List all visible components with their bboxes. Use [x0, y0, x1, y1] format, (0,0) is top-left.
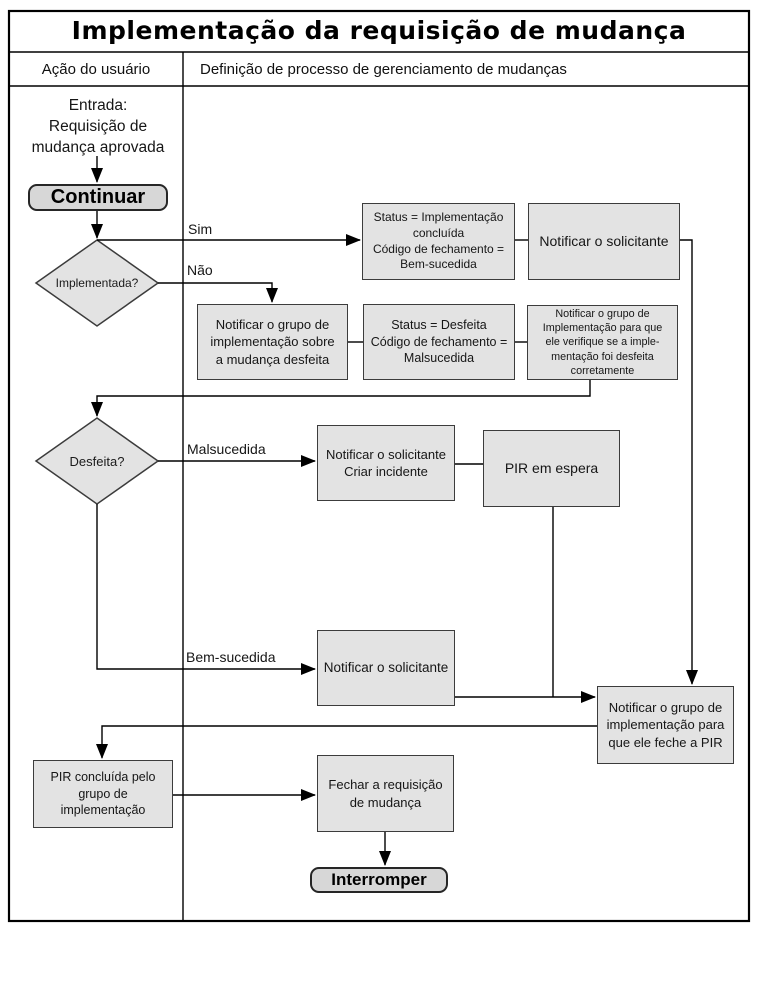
continuar-terminator: Continuar	[28, 184, 168, 211]
entry-label: Entrada: Requisição de mudança aprovada	[31, 96, 165, 156]
edge-label-sim: Sim	[188, 221, 213, 237]
notificar-criar-incidente-box: Notificar o solicitante Criar incidente	[317, 425, 455, 501]
implementada-decision-label: Implementada?	[55, 276, 139, 290]
interromper-terminator: Interromper	[310, 867, 448, 893]
pir-em-espera-box: PIR em espera	[483, 430, 620, 507]
feche-pir-box: Notificar o grupo de implementação para …	[597, 686, 734, 764]
fechar-requisicao-box: Fechar a requisição de mudança	[317, 755, 454, 832]
swimlane-grid	[7, 9, 751, 923]
desfeita-decision-label: Desfeita?	[69, 453, 125, 469]
edge-label-bem-sucedida: Bem-sucedida	[186, 649, 276, 665]
diagram-title: Implementação da requisição de mudança	[71, 16, 687, 45]
implementada-decision-shape	[34, 239, 160, 327]
notificar-solicitante-box-1: Notificar o solicitante	[528, 203, 680, 280]
edge-label-nao: Não	[187, 262, 213, 278]
lane-header-process-definition: Definição de processo de gerenciamento d…	[200, 61, 567, 78]
pir-concluida-box: PIR concluída pelo grupo de implementaçã…	[33, 760, 173, 828]
status-desfeita-box: Status = Desfeita Código de fechamento =…	[363, 304, 515, 380]
edge-label-malsucedida: Malsucedida	[187, 441, 266, 457]
notificar-solicitante-box-2: Notificar o solicitante	[317, 630, 455, 706]
status-concluida-box: Status = Implementação concluída Código …	[362, 203, 515, 280]
flow-arrows	[91, 156, 698, 866]
notificar-grupo-desfeita-box: Notificar o grupo de implementação sobre…	[197, 304, 348, 380]
lane-header-user-action: Ação do usuário	[41, 61, 151, 78]
verificar-desfeita-box: Notificar o grupo de Implementação para …	[527, 305, 678, 380]
